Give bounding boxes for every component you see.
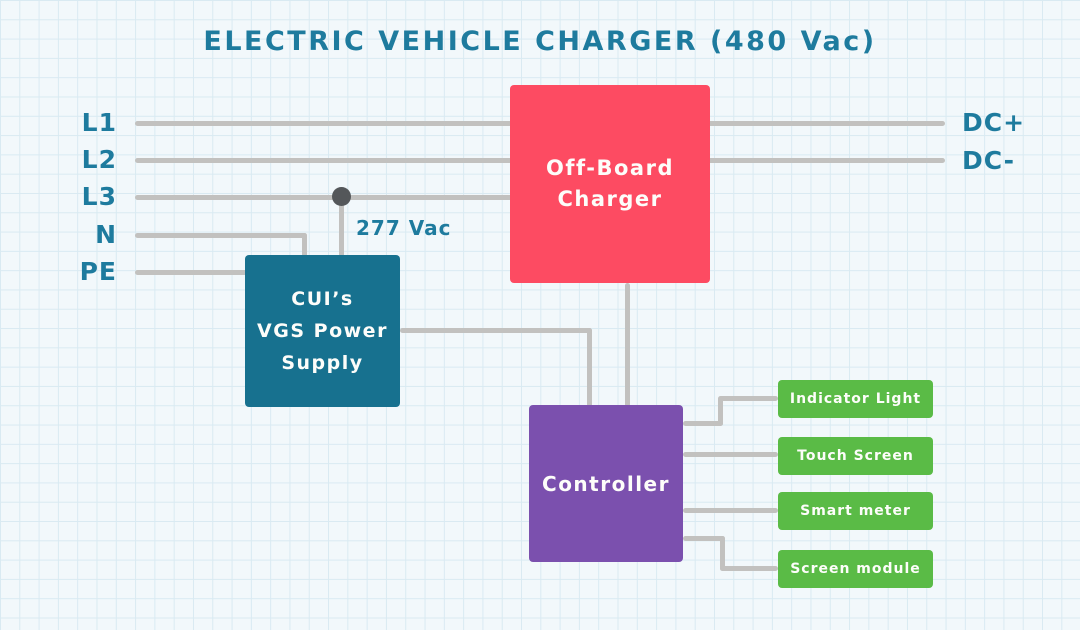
wire-psu-to-controller-drop — [587, 328, 592, 407]
peripheral-touch-screen: Touch Screen — [778, 437, 933, 475]
pin-label-dc-minus: DC- — [962, 146, 1016, 175]
peripheral-smart-meter-label: Smart meter — [800, 503, 911, 519]
controller-label: Controller — [542, 471, 670, 496]
wire-charger-to-controller — [625, 283, 630, 407]
wire-psu-to-controller-horizontal — [400, 328, 592, 333]
peripheral-screen-module: Screen module — [778, 550, 933, 588]
psu-label-line2: VGS Power — [257, 320, 388, 342]
off-board-charger-label-line1: Off-Board — [546, 156, 674, 180]
wire-277vac-tap — [339, 196, 344, 257]
psu-label-line3: Supply — [281, 352, 364, 374]
peripheral-screen-module-label: Screen module — [790, 561, 921, 577]
wire-screen-module-drop — [720, 536, 725, 571]
pin-label-pe: PE — [79, 257, 117, 286]
pin-label-l2: L2 — [81, 145, 117, 174]
junction-dot — [332, 187, 351, 206]
wire-n-drop — [302, 233, 307, 258]
peripheral-indicator-light: Indicator Light — [778, 380, 933, 418]
pin-label-l1: L1 — [81, 108, 117, 137]
pin-label-l3: L3 — [81, 182, 117, 211]
block-vgs-power-supply: CUI’s VGS Power Supply — [245, 255, 400, 407]
voltage-tap-label: 277 Vac — [356, 216, 452, 240]
wire-indicator-light-riser — [718, 397, 723, 426]
psu-label-line1: CUI’s — [291, 288, 354, 310]
wire-indicator-light-seg2 — [718, 396, 778, 401]
block-controller: Controller — [529, 405, 683, 562]
block-off-board-charger: Off-Board Charger — [510, 85, 710, 283]
diagram-title: ELECTRIC VEHICLE CHARGER (480 Vac) — [203, 26, 877, 57]
off-board-charger-label-line2: Charger — [557, 187, 663, 211]
wire-indicator-light-seg1 — [683, 421, 723, 426]
wire-n-horizontal — [135, 233, 307, 238]
wire-screen-module-seg2 — [720, 566, 778, 571]
wire-screen-module-seg1 — [683, 536, 725, 541]
wire-pe — [135, 270, 247, 275]
pin-label-n: N — [95, 220, 117, 249]
pin-label-dc-plus: DC+ — [962, 108, 1026, 137]
peripheral-indicator-light-label: Indicator Light — [789, 391, 922, 407]
wire-smart-meter — [683, 508, 778, 513]
peripheral-touch-screen-label: Touch Screen — [797, 448, 914, 464]
peripheral-smart-meter: Smart meter — [778, 492, 933, 530]
wire-touch-screen — [683, 452, 778, 457]
wire-l3 — [135, 195, 513, 200]
